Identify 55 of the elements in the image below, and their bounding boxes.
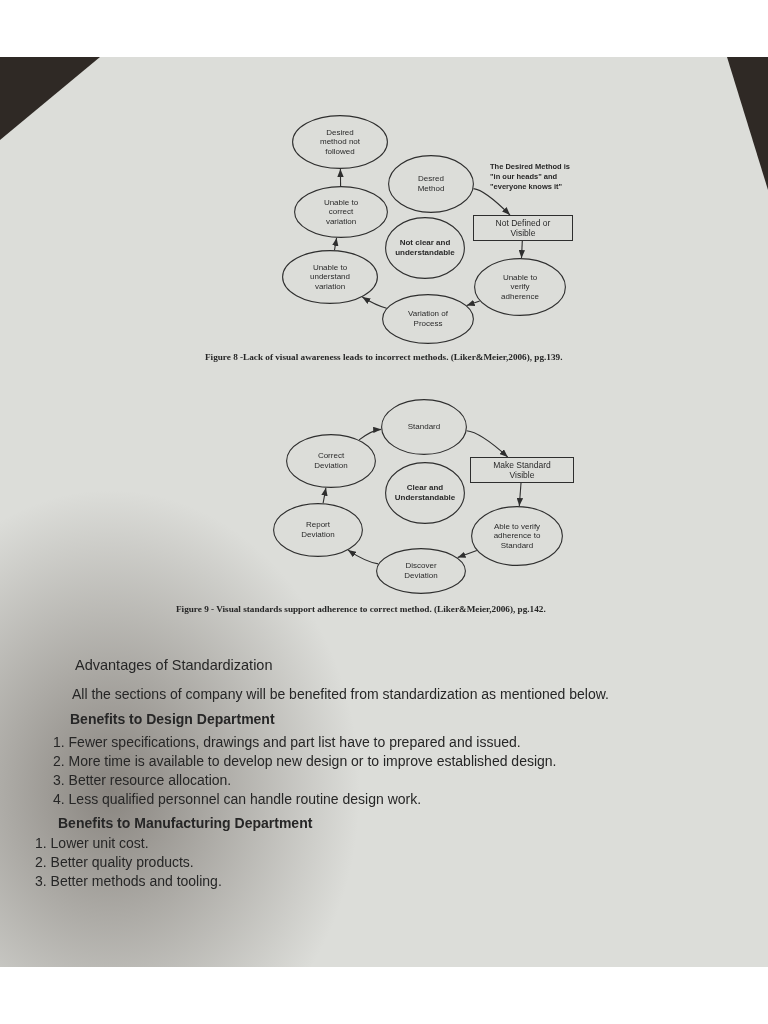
node-text: Correct Deviation (313, 451, 349, 471)
node-text: Not clear and understandable (394, 238, 456, 258)
arrow (332, 237, 339, 251)
node-text: Variation of Process (407, 309, 449, 329)
step-ellipse (273, 503, 363, 557)
arrow (358, 427, 382, 441)
node-text: Desred Method (416, 174, 446, 194)
arrow (347, 549, 379, 565)
step-ellipse (381, 399, 467, 455)
step-ellipse (294, 186, 388, 238)
body-paragraph: All the sections of company will be benefited from standardization as mentioned below. (72, 686, 609, 702)
step-ellipse (376, 548, 466, 594)
step-ellipse (382, 294, 474, 344)
list-item: 2. Better quality products. (35, 854, 194, 870)
arrow (337, 168, 344, 187)
subheading: Benefits to Manufacturing Department (58, 815, 313, 831)
step-ellipse (474, 258, 566, 316)
node-text: Clear and Understandable (393, 483, 457, 503)
step-ellipse (292, 115, 388, 169)
node-text: Unable to correct variation (322, 197, 360, 227)
step-ellipse (471, 506, 563, 566)
step-ellipse (388, 155, 474, 213)
step-ellipse (282, 250, 378, 304)
node-text: Report Deviation (300, 520, 336, 540)
arrow (518, 240, 526, 259)
arrow (466, 299, 481, 307)
list-item: 1. Fewer specifications, drawings and part list have to prepared and issued. (53, 734, 521, 750)
arrow (516, 482, 524, 507)
node-text: Make Standard Visible (492, 459, 552, 481)
node-text: Standard (407, 422, 441, 432)
subheading: Benefits to Design Department (70, 711, 275, 727)
section-heading: Advantages of Standardization (75, 657, 273, 673)
node-text: Able to verify adherence to Standard (492, 521, 542, 551)
node-text: Discover Deviation (403, 561, 439, 581)
node-text: Desired method not followed (319, 127, 361, 157)
arrow (466, 430, 509, 458)
arrow (321, 487, 328, 504)
arrow (361, 296, 388, 309)
process-box (473, 215, 573, 241)
node-text: Not Defined or Visible (494, 217, 552, 239)
node-text: Unable to understand variation (309, 262, 351, 292)
figure-caption: Figure 9 - Visual standards support adherence to correct method. (Liker&Meier,2006), pg.142. (176, 604, 546, 614)
node-text: Unable to verify adherence (500, 272, 540, 302)
arrow (472, 188, 511, 216)
list-item: 2. More time is available to develop new design or to improve established design. (53, 753, 557, 769)
step-ellipse (385, 462, 465, 524)
list-item: 3. Better resource allocation. (53, 772, 232, 788)
list-item: 3. Better methods and tooling. (35, 873, 222, 889)
step-ellipse (385, 217, 465, 279)
step-ellipse (286, 434, 376, 488)
figure-caption: Figure 8 -Lack of visual awareness leads to incorrect methods. (Liker&Meier,2006), pg.139. (205, 352, 563, 362)
list-item: 4. Less qualified personnel can handle routine design work. (53, 791, 422, 807)
process-box (470, 457, 574, 483)
arrow (457, 550, 478, 559)
list-item: 1. Lower unit cost. (35, 835, 149, 851)
